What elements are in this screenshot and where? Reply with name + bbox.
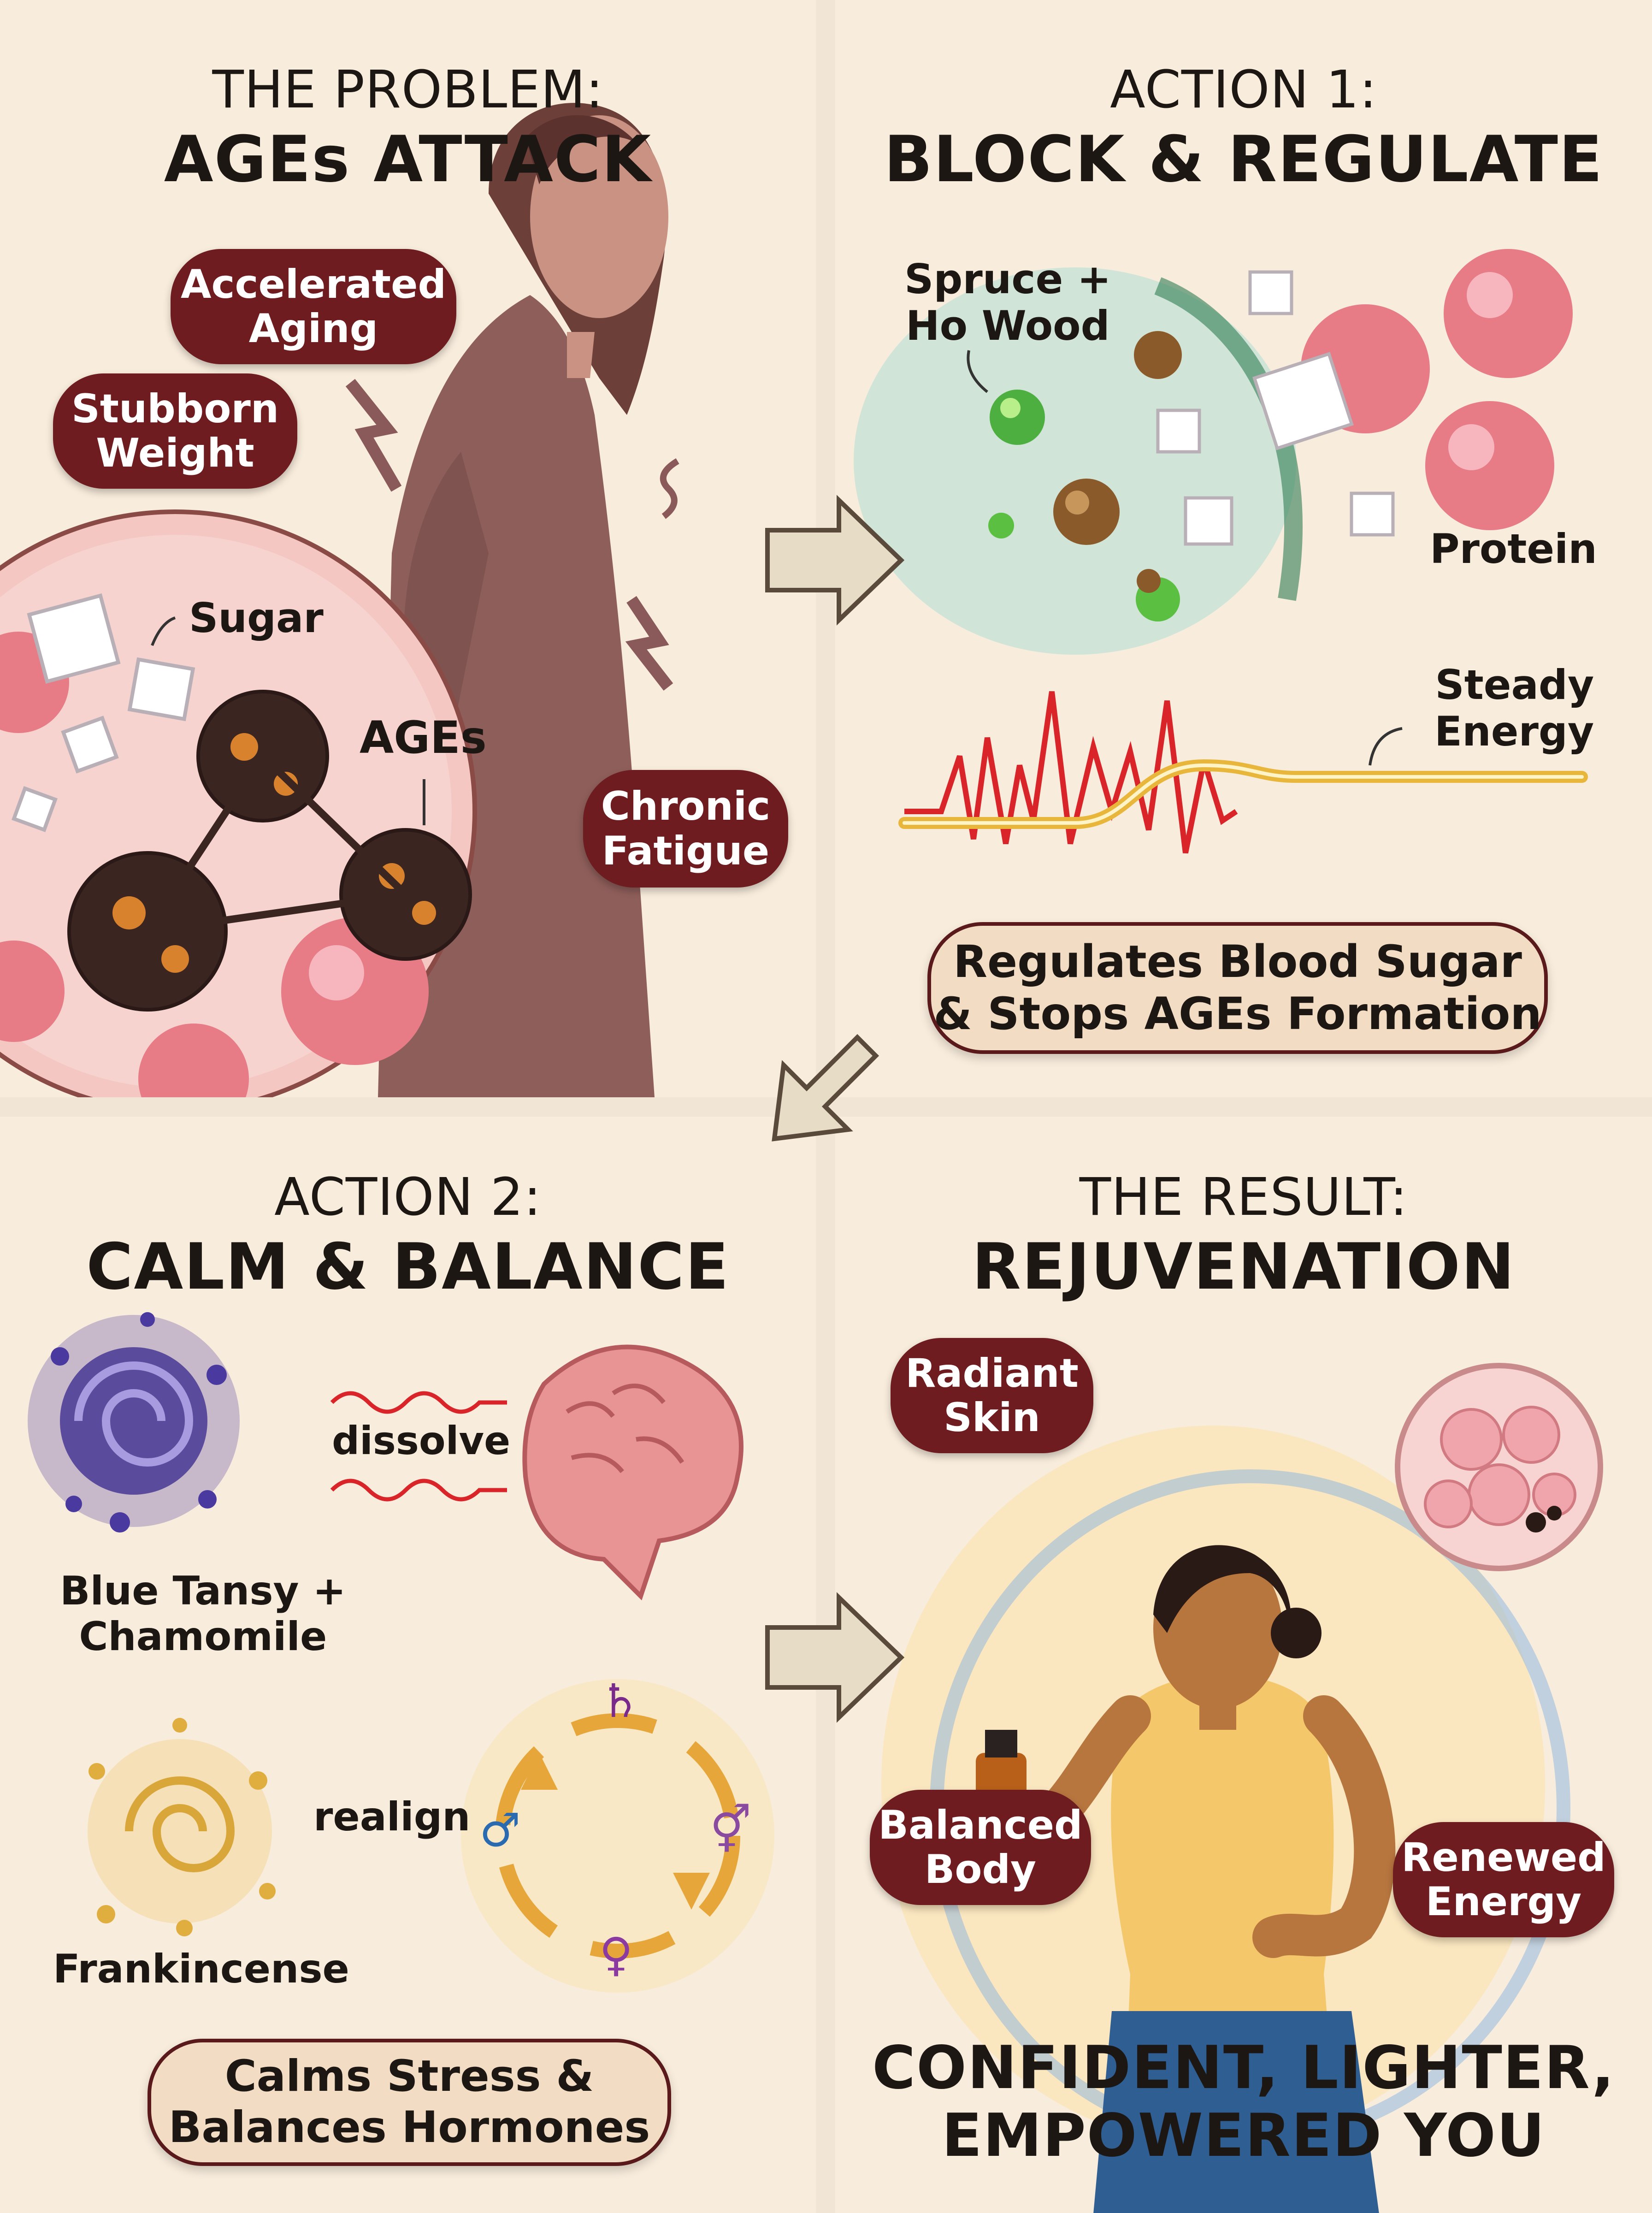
panel-title: AGEs ATTACK <box>164 122 652 196</box>
closing-message: CONFIDENT, LIGHTER, EMPOWERED YOU <box>872 2034 1615 2171</box>
symptom-badge-fatigue: Chronic Fatigue <box>583 770 788 888</box>
panel-title: BLOCK & REGULATE <box>884 122 1604 196</box>
panel-kicker: ACTION 2: <box>274 1167 542 1227</box>
action-1-summary: Regulates Blood Sugar & Stops AGEs Forma… <box>927 922 1548 1054</box>
saturn-icon: ♄ <box>599 1674 641 1728</box>
panel-problem: THE PROBLEM: AGEs ATTACK Accelerated Agi… <box>0 0 816 1097</box>
benefit-badge-body: Balanced Body <box>870 1790 1091 1905</box>
benefit-badge-energy: Renewed Energy <box>1393 1822 1614 1937</box>
symptom-badge-weight: Stubborn Weight <box>53 373 297 489</box>
ages-label: AGEs <box>360 712 487 763</box>
oils-label: Spruce + Ho Wood <box>904 255 1111 350</box>
male-symbol-icon: ♂ <box>479 1803 521 1857</box>
intersex-symbol-icon: ⚥ <box>710 1803 752 1857</box>
protein-label: Protein <box>1430 525 1597 573</box>
female-symbol-icon: ♀ <box>599 1928 633 1982</box>
symptom-badge-aging: Accelerated Aging <box>171 249 456 364</box>
benefit-badge-skin: Radiant Skin <box>891 1338 1093 1453</box>
panel-title: REJUVENATION <box>972 1230 1516 1304</box>
problem-illustration <box>0 103 679 1097</box>
panel-kicker: THE RESULT: <box>1079 1167 1408 1227</box>
panel-title: CALM & BALANCE <box>86 1230 730 1304</box>
panel-kicker: THE PROBLEM: <box>212 60 604 120</box>
frankincense-label: Frankincense <box>53 1946 349 1992</box>
sugar-label: Sugar <box>189 594 324 642</box>
steady-energy-label: Steady Energy <box>1434 661 1594 756</box>
action-2-summary: Calms Stress & Balances Hormones <box>148 2039 671 2166</box>
dissolve-label: dissolve <box>332 1418 511 1463</box>
blue-tansy-label: Blue Tansy + Chamomile <box>60 1568 346 1660</box>
result-illustration <box>881 1363 1603 2213</box>
panel-action-2: ACTION 2: CALM & BALANCE dissolve Blue T… <box>0 1117 816 2213</box>
realign-label: realign <box>313 1794 471 1840</box>
panel-action-1: ACTION 1: BLOCK & REGULATE Spruce + Ho W… <box>835 0 1652 1097</box>
block-illustration <box>854 249 1588 854</box>
calm-illustration <box>28 1312 774 1993</box>
panel-kicker: ACTION 1: <box>1110 60 1377 120</box>
panel-result: THE RESULT: REJUVENATION Radiant Skin Ba… <box>835 1117 1652 2213</box>
